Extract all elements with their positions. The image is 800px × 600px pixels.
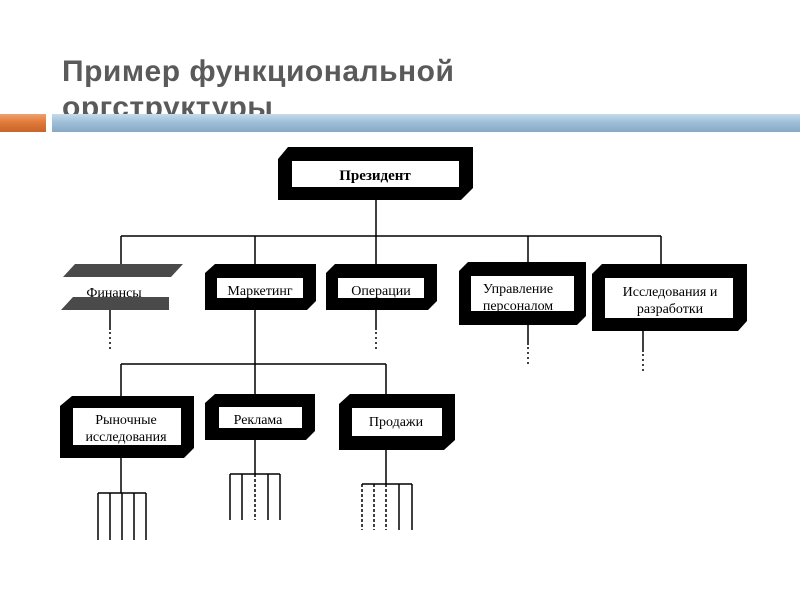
node-advertising: Реклама	[205, 394, 315, 440]
node-market-research-label-line2: исследования	[85, 430, 167, 445]
node-market-research-label-line1: Рыночные	[95, 413, 156, 428]
node-advertising-label: Реклама	[234, 413, 284, 428]
node-sales: Продажи	[339, 394, 455, 450]
slide-title-line1: Пример функциональной	[62, 55, 455, 88]
node-rnd: Исследования и разработки	[592, 264, 747, 331]
node-market-research: Рыночные исследования	[60, 396, 194, 458]
node-president: Президент	[278, 147, 473, 200]
node-operations: Операции	[326, 264, 437, 310]
node-hr-label-line2: персоналом	[483, 299, 553, 314]
node-operations-label: Операции	[351, 284, 411, 299]
finance-band-top	[63, 264, 183, 277]
org-connectors	[97, 200, 662, 540]
node-marketing: Маркетинг	[205, 264, 316, 310]
node-president-label: Президент	[339, 168, 411, 184]
node-hr-label-line1: Управление	[483, 282, 553, 297]
rake-market-research	[97, 458, 147, 540]
node-hr: Управление персоналом	[459, 262, 586, 325]
node-marketing-label: Маркетинг	[227, 284, 292, 299]
node-rnd-label-line2: разработки	[637, 302, 704, 317]
node-sales-label: Продажи	[369, 415, 424, 430]
rake-advertising	[229, 440, 281, 520]
node-rnd-label-line1: Исследования и	[623, 285, 718, 300]
rake-sales	[361, 450, 413, 530]
slide-title: Пример функциональной оргструктуры	[62, 54, 454, 126]
finance-band-bottom	[61, 297, 169, 310]
title-accent-blue-bar	[52, 114, 800, 132]
title-accent-orange-bar	[0, 114, 46, 132]
node-finance-label: Финансы	[86, 286, 142, 301]
node-finance: Финансы	[61, 264, 183, 310]
